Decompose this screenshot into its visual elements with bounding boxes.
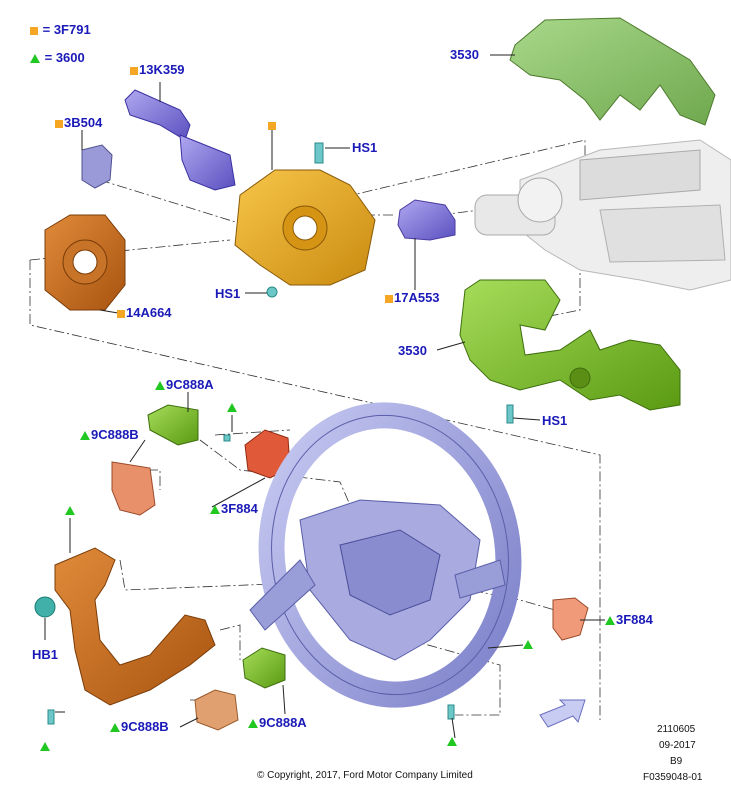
label-hs1-b: HS1 (215, 286, 241, 301)
label-3530-top: 3530 (450, 47, 479, 62)
upper-shroud (509, 17, 716, 126)
legend-square: = 3F791 (30, 22, 91, 37)
switch-9c888b-bottom (194, 689, 239, 731)
label-9c888a-top: 9C888A (155, 378, 214, 392)
wiper-stalk (124, 89, 236, 191)
lower-shroud (459, 279, 681, 411)
legend-triangle-text: = 3600 (44, 50, 85, 65)
legend-triangle: = 3600 (30, 50, 85, 65)
legend-square-text: = 3F791 (42, 22, 91, 37)
label-17a553: 17A553 (385, 291, 440, 305)
label-3f791-marker (268, 118, 277, 132)
switch-9c888b-top (111, 461, 156, 516)
switch-9c888a-top (147, 404, 199, 446)
steering-wheel (249, 402, 522, 708)
label-hb1: HB1 (32, 647, 59, 662)
square-marker-icon (117, 309, 125, 318)
label-9c888a-bottom: 9C888A (248, 716, 307, 730)
switch-9c888a-bottom (242, 647, 286, 689)
label-14a664: 14A664 (117, 306, 172, 320)
small-switch-3b504 (81, 144, 113, 189)
label-13k359: 13K359 (130, 63, 185, 77)
leader-lines (44, 54, 605, 739)
steering-column (474, 139, 731, 291)
triangle-marker-icon (210, 505, 220, 515)
square-marker-icon (30, 26, 38, 35)
label-9c888b-top: 9C888B (80, 428, 139, 442)
ref-number: 2110605 (657, 724, 696, 735)
triangle-marker-icon (605, 616, 615, 626)
lower-trim (54, 547, 216, 706)
screws (47, 142, 514, 725)
revision-text: B9 (670, 756, 683, 767)
triangle-marker-icon (155, 381, 165, 391)
square-marker-icon (55, 119, 63, 128)
ignition-switch (397, 199, 456, 241)
direction-arrow-icon (539, 699, 586, 728)
date-text: 09-2017 (659, 740, 696, 751)
label-3b504: 3B504 (55, 116, 102, 130)
label-3f884-right: 3F884 (605, 613, 653, 627)
square-marker-icon (268, 121, 276, 130)
triangle-marker-icon (110, 723, 120, 733)
label-3f884-left: 3F884 (210, 502, 258, 516)
triangle-marker-icon (80, 431, 90, 441)
label-3530-bottom: 3530 (398, 343, 427, 358)
loose-triangle-markers (40, 403, 533, 751)
square-marker-icon (385, 294, 393, 303)
horn-hb1 (34, 596, 56, 618)
figure-number: F0359048-01 (643, 772, 703, 783)
switch-3f884-right (552, 597, 589, 641)
triangle-marker-icon (30, 54, 40, 64)
label-hs1-c: HS1 (542, 413, 568, 428)
label-hs1-a: HS1 (352, 140, 378, 155)
switch-housing (234, 169, 376, 286)
square-marker-icon (130, 66, 138, 75)
clockspring (44, 214, 126, 311)
label-9c888b-bottom: 9C888B (110, 720, 169, 734)
triangle-marker-icon (248, 719, 258, 729)
copyright-text: © Copyright, 2017, Ford Motor Company Li… (257, 770, 473, 781)
